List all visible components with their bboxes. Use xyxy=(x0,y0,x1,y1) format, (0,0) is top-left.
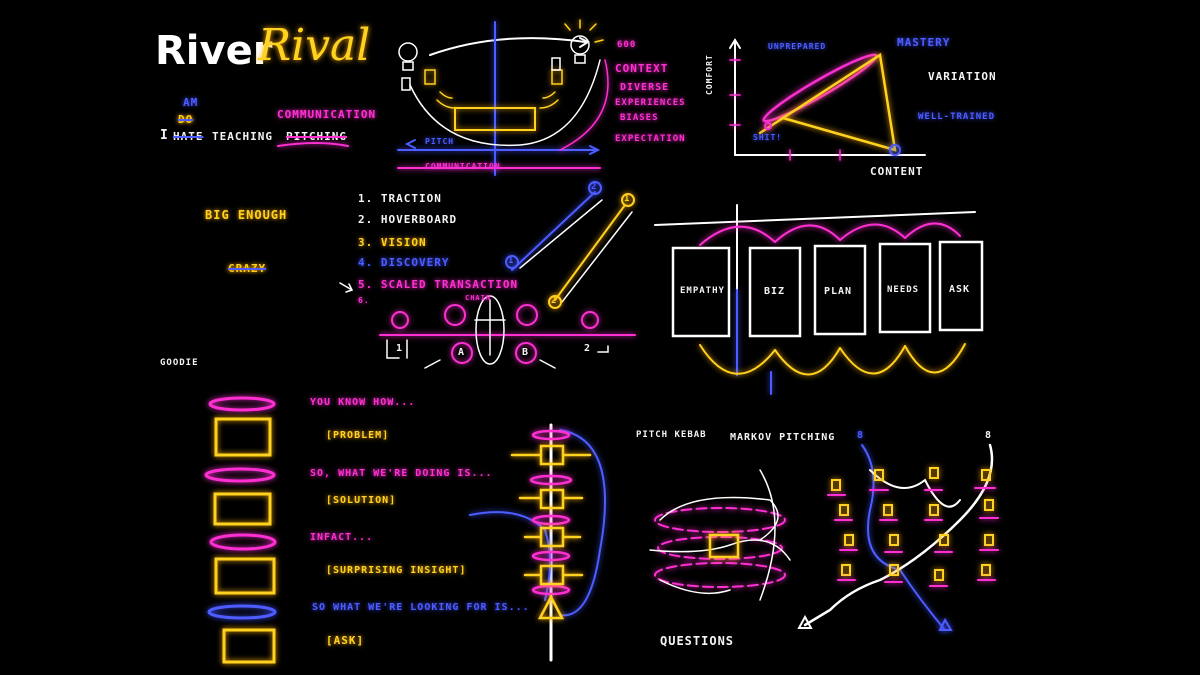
questions-label: QUESTIONS xyxy=(660,634,735,648)
template-so-what-doing: SO, WHAT WE'RE DOING IS... xyxy=(310,468,493,479)
pitch-kebab-label: PITCH KEBAB xyxy=(636,430,707,440)
factor-biases: BIASES xyxy=(620,113,659,123)
circle-num-2: 2 xyxy=(551,296,558,306)
flow-box-needs: NEEDS xyxy=(887,285,920,295)
variation-label: VARIATION xyxy=(928,70,997,83)
content-axis-label: CONTENT xyxy=(870,165,924,178)
circle-num-1: 1 xyxy=(508,256,515,266)
pitch-label: PITCH xyxy=(425,137,455,146)
flow-box-ask: ASK xyxy=(949,284,971,295)
brand-word-river: River xyxy=(155,28,273,74)
markov-start-8-left: 8 xyxy=(857,430,865,441)
intro-am: AM xyxy=(183,96,199,109)
list-item-vision: 3. VISION xyxy=(358,236,427,249)
list-item-traction: 1. TRACTION xyxy=(358,192,442,205)
intro-teaching: TEACHING xyxy=(212,130,273,143)
intro-communication: COMMUNICATION xyxy=(277,108,377,121)
flow-box-empathy: EMPATHY xyxy=(680,286,725,296)
mini-num-1: 1 xyxy=(396,343,404,354)
intro-do: DO xyxy=(178,113,194,126)
node-b: B xyxy=(522,347,530,358)
pitch-diagram xyxy=(397,19,609,176)
flow-box-biz: BIZ xyxy=(764,286,786,297)
template-infact: INFACT... xyxy=(310,532,374,543)
list-item-scaled-transaction: 5. SCALED TRANSACTION xyxy=(358,278,519,291)
kebab-stack xyxy=(469,423,606,662)
template-ask: [ASK] xyxy=(326,634,365,647)
list-item-6: 6. xyxy=(358,296,370,305)
communication-label: COMMUNICATION xyxy=(425,162,501,171)
pitch-kebab-sketch xyxy=(649,469,791,601)
template-shapes xyxy=(204,396,277,664)
flow-diagram xyxy=(654,204,984,395)
list-item-discovery: 4. DISCOVERY xyxy=(358,256,450,269)
node-a: A xyxy=(458,347,466,358)
intro-i: I xyxy=(160,128,169,143)
factor-experiences: EXPERIENCES xyxy=(615,98,686,108)
comfort-content-sketch xyxy=(729,38,926,161)
unprepared-label: UNPREPARED xyxy=(768,42,827,51)
factor-context: CONTEXT xyxy=(615,62,669,75)
template-problem: [PROBLEM] xyxy=(326,430,390,441)
markov-sketch xyxy=(797,443,999,631)
markov-pitching-label: MARKOV PITCHING xyxy=(730,432,836,443)
template-so-what-looking: SO WHAT WE'RE LOOKING FOR IS... xyxy=(312,602,530,613)
template-surprising-insight: [SURPRISING INSIGHT] xyxy=(326,565,467,576)
flow-box-plan: PLAN xyxy=(824,286,853,297)
circle-num-top-1: 1 xyxy=(624,194,631,204)
intro-pitching: PITCHING xyxy=(286,130,347,143)
goodie-label: GOODIE xyxy=(160,358,199,368)
template-you-know-how: YOU KNOW HOW... xyxy=(310,397,416,408)
crazy-label: CRAZY xyxy=(228,262,267,275)
mastery-label: MASTERY xyxy=(897,36,951,49)
shit-label: SHIT! xyxy=(753,133,783,142)
chain-small-label: CHAIN xyxy=(465,294,492,302)
well-trained-label: WELL-TRAINED xyxy=(918,112,996,122)
circle-num-top-2: 2 xyxy=(591,182,598,192)
markov-start-8-right: 8 xyxy=(985,430,993,441)
brand-word-rival: Rival xyxy=(258,20,371,71)
comfort-axis-label: COMFORT xyxy=(705,54,714,95)
traction-diagram xyxy=(339,181,636,369)
big-enough-label: BIG ENOUGH xyxy=(205,208,288,222)
template-solution: [SOLUTION] xyxy=(326,495,397,506)
factor-diverse: DIVERSE xyxy=(620,82,670,93)
list-item-hoverboard: 2. HOVERBOARD xyxy=(358,213,458,226)
intro-hate: HATE xyxy=(173,130,204,143)
mini-num-2: 2 xyxy=(584,343,592,354)
factor-expectation: EXPECTATION xyxy=(615,134,686,144)
factor-600: 600 xyxy=(617,40,637,50)
